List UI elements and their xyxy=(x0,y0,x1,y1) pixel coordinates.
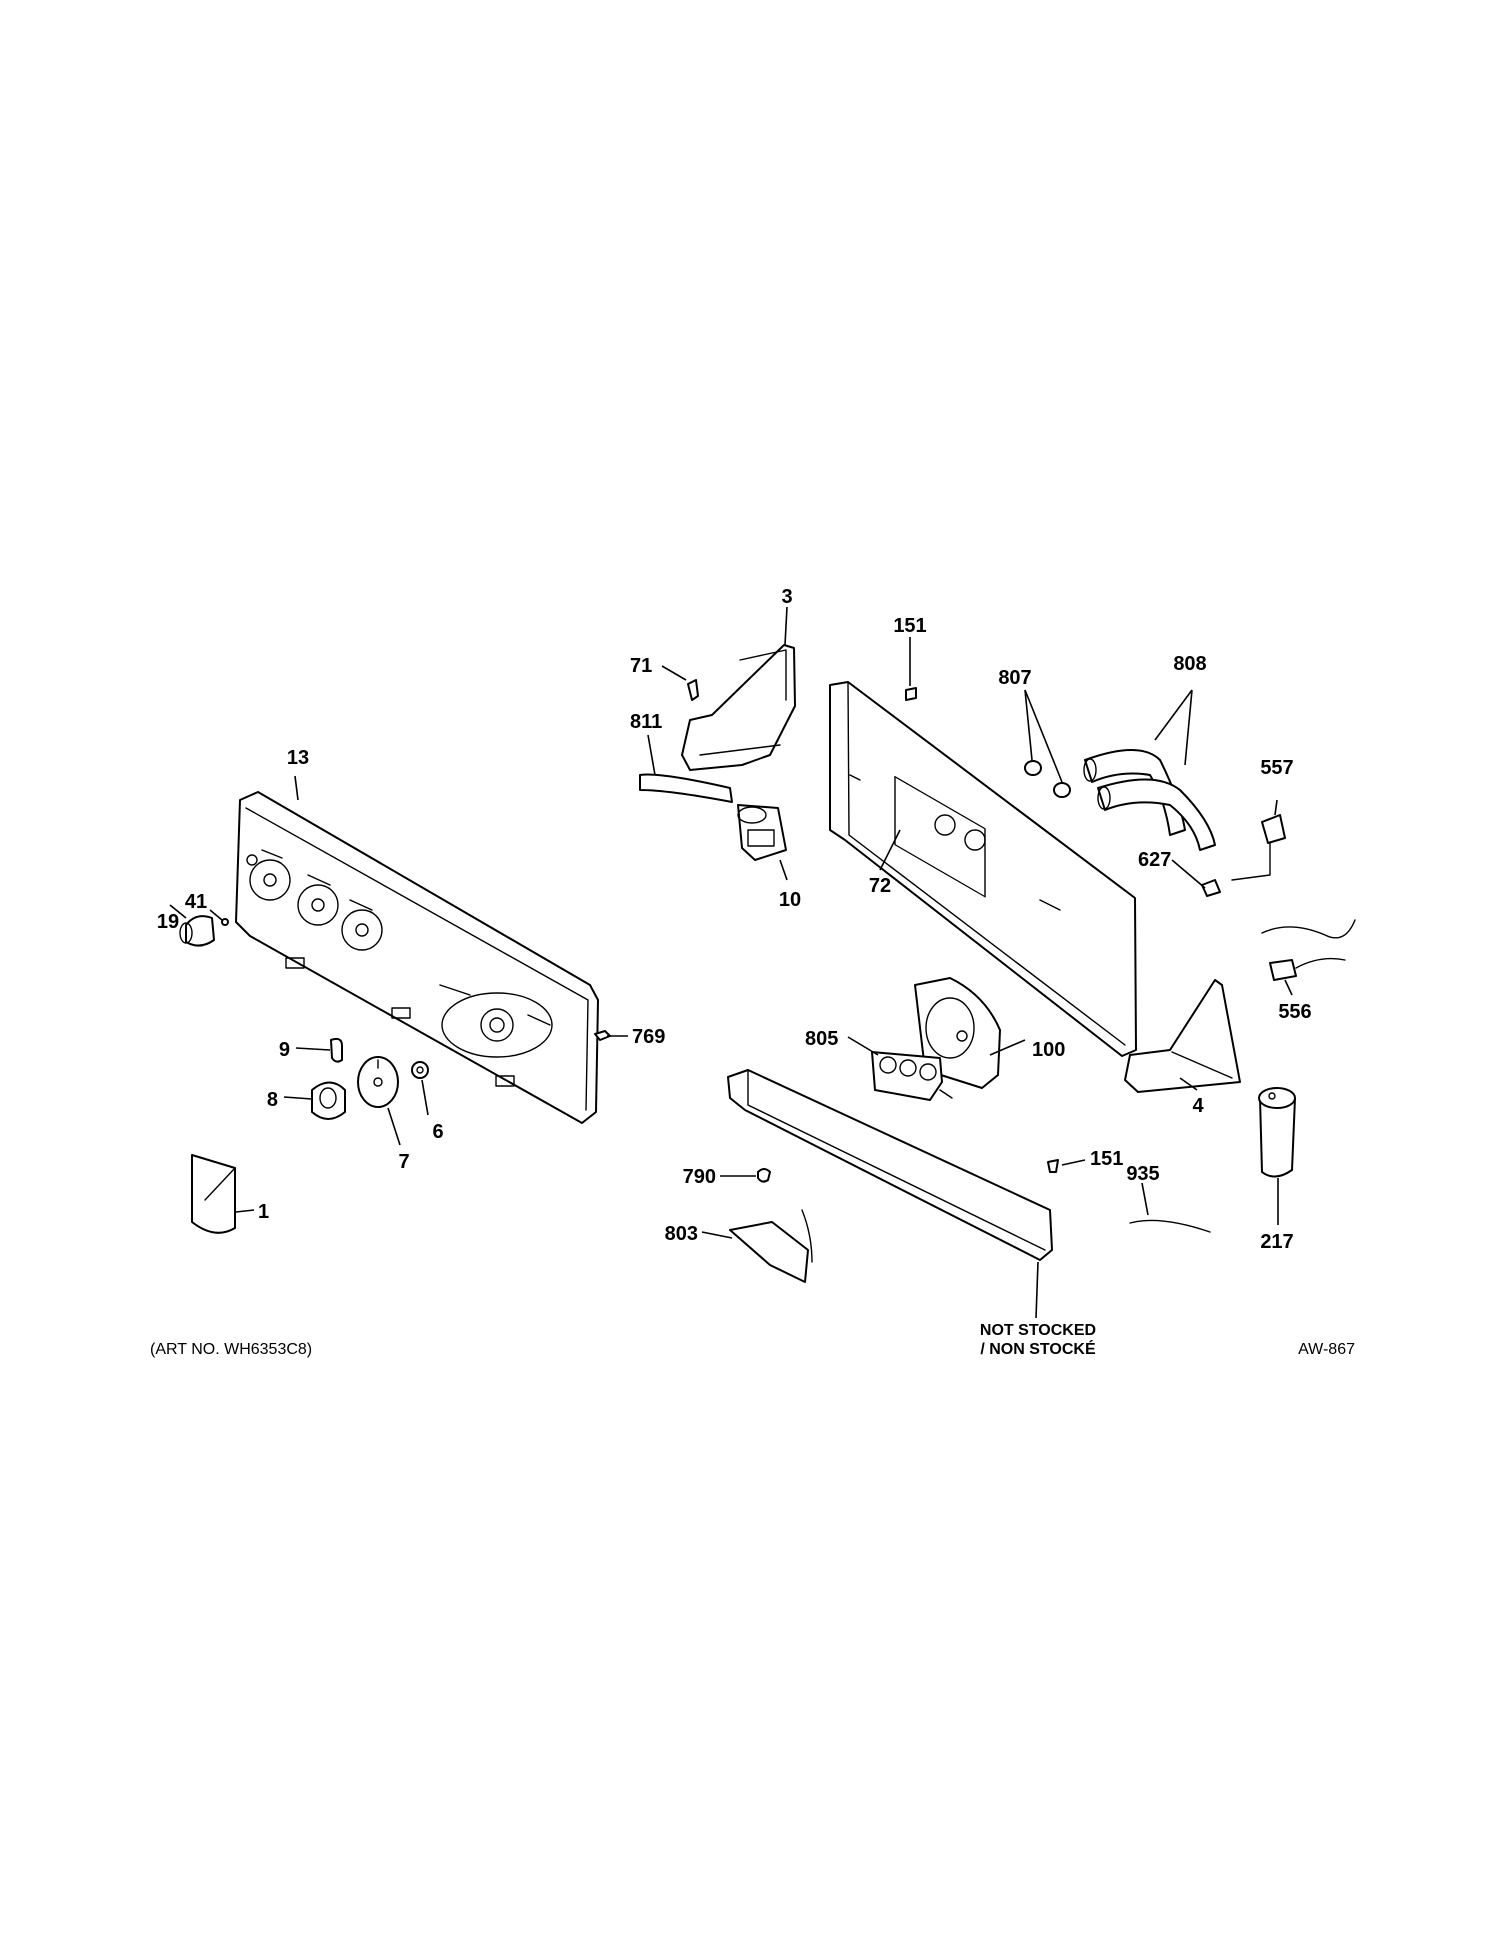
harness-556-part xyxy=(1261,919,1356,981)
art-number-note: (ART NO. WH6353C8) xyxy=(150,1341,312,1358)
bracket-4-part xyxy=(1124,979,1241,1093)
label-811: 811 xyxy=(630,711,662,733)
dial-7-part xyxy=(357,1056,399,1108)
washer-807-part xyxy=(1024,760,1071,798)
not-stocked-note-line1: NOT STOCKED xyxy=(980,1322,1096,1339)
label-41: 41 xyxy=(185,891,207,913)
label-805: 805 xyxy=(805,1028,838,1050)
label-151-top: 151 xyxy=(893,615,926,637)
nut-6-part xyxy=(411,1061,429,1079)
hose-811-part xyxy=(639,773,733,803)
label-769: 769 xyxy=(632,1026,665,1048)
label-72: 72 xyxy=(869,875,891,897)
rear-panel-part xyxy=(829,681,1137,1057)
label-151-lower: 151 xyxy=(1090,1148,1123,1170)
label-557: 557 xyxy=(1260,757,1293,779)
label-100: 100 xyxy=(1032,1039,1065,1061)
label-7: 7 xyxy=(398,1151,409,1173)
aw-code-note: AW-867 xyxy=(1298,1341,1355,1358)
label-71: 71 xyxy=(630,655,652,677)
label-19: 19 xyxy=(157,911,179,933)
label-803: 803 xyxy=(665,1223,698,1245)
capacitor-part xyxy=(1258,1087,1296,1178)
label-3: 3 xyxy=(781,586,792,608)
label-8: 8 xyxy=(267,1089,278,1111)
screw-151-top-part xyxy=(905,687,917,701)
not-stocked-note-line2: / NON STOCKÉ xyxy=(980,1339,1096,1358)
screw-71-part xyxy=(687,679,699,701)
water-valve-part xyxy=(871,1051,953,1101)
part-803 xyxy=(729,1209,813,1283)
switch-557-part xyxy=(1231,814,1286,881)
label-556: 556 xyxy=(1278,1001,1311,1023)
label-10: 10 xyxy=(779,889,801,911)
label-935: 935 xyxy=(1126,1163,1159,1185)
knob-8-part xyxy=(311,1081,346,1120)
pressure-switch-part xyxy=(737,804,787,861)
label-13: 13 xyxy=(287,747,309,769)
label-4: 4 xyxy=(1192,1095,1204,1117)
part-627 xyxy=(1201,879,1221,897)
label-6: 6 xyxy=(432,1121,443,1143)
lower-panel-part xyxy=(727,1069,1053,1261)
knob-part xyxy=(179,915,229,947)
screw-151-lower-part xyxy=(1047,1159,1059,1173)
leader-lines xyxy=(169,606,1293,1319)
wire-935-part xyxy=(1129,1219,1211,1233)
literature-part xyxy=(191,1154,236,1234)
label-217: 217 xyxy=(1260,1231,1293,1253)
label-808: 808 xyxy=(1173,653,1206,675)
bracket-3-part xyxy=(681,644,796,771)
fill-hoses-part xyxy=(1083,749,1216,851)
control-panel-part xyxy=(235,791,599,1124)
label-1: 1 xyxy=(258,1201,269,1223)
label-790: 790 xyxy=(683,1166,716,1188)
label-807: 807 xyxy=(998,667,1031,689)
label-627: 627 xyxy=(1138,849,1171,871)
clip-part xyxy=(330,1037,343,1063)
clip-790-part xyxy=(757,1168,771,1183)
label-9: 9 xyxy=(279,1039,290,1061)
